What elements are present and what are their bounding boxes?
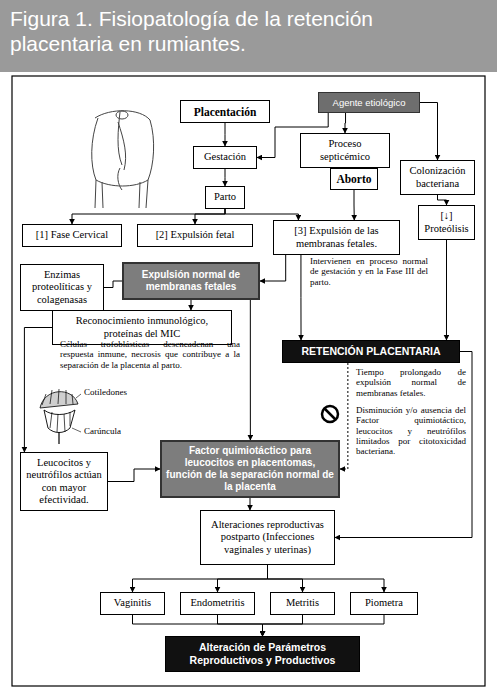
disease-box: Metritis <box>270 592 335 615</box>
outcome-box: Alteración de Parámetros Reproductivos y… <box>165 636 360 672</box>
connector <box>250 300 251 440</box>
connector <box>225 169 226 186</box>
process-box: Gestación <box>193 146 257 169</box>
note-text: Tiempo prolongado de expulsión normal de… <box>356 367 466 398</box>
node-text: Endometritis <box>185 597 250 609</box>
connector <box>72 209 225 224</box>
node-text: Vaginitis <box>105 597 160 609</box>
node-text: Leucocitos y neutrófilos actúan con mayo… <box>25 457 103 505</box>
connector <box>354 190 355 220</box>
disease-box: Vaginitis <box>100 592 165 615</box>
highlight-box: Factor quimiotáctico para leucocitos en … <box>160 440 340 498</box>
outcome-box: RETENCIÓN PLACENTARIA <box>282 340 460 363</box>
node-text: Piometra <box>355 597 413 609</box>
process-box: [↓] Proteólisis <box>418 205 475 240</box>
note-text: Células trofoblásticas desencadenan una … <box>60 339 240 370</box>
connector <box>263 615 303 636</box>
process-box: Parto <box>205 186 245 209</box>
agent-box: Agente etiológico <box>318 92 420 113</box>
node-text: Alteración de Parámetros Reproductivos y… <box>170 641 355 666</box>
connector <box>260 255 286 281</box>
node-text: Metritis <box>275 597 330 609</box>
disease-box: Endometritis <box>180 592 255 615</box>
connector <box>133 615 263 636</box>
cow-sketch <box>92 111 154 208</box>
connector <box>190 300 191 310</box>
process-box: Colonización bacteriana <box>400 160 475 195</box>
stage-box: [3] Expulsión de las membranas fetales. <box>273 220 400 255</box>
stage-box: [2] Expulsión fetal <box>137 224 253 247</box>
node-text: [↓] Proteólisis <box>423 210 470 234</box>
connector <box>104 281 122 288</box>
node-text: Alteraciones reproductivas postparto (In… <box>205 519 330 555</box>
part-label: Carúncula <box>84 426 154 436</box>
node-text: Reconocimiento inmunológico, proteínas d… <box>57 315 227 339</box>
connector <box>300 255 301 340</box>
placentome-sketch <box>40 389 81 444</box>
prohibited-symbol <box>322 406 338 422</box>
figure-title: Figura 1. Fisiopatología de la retención… <box>10 6 480 56</box>
node-text: [1] Fase Cervical <box>27 229 117 241</box>
connector <box>335 352 472 538</box>
node-text: Agente etiológico <box>323 97 415 108</box>
node-text: RETENCIÓN PLACENTARIA <box>287 345 455 358</box>
connector <box>340 363 348 469</box>
connector <box>249 498 250 510</box>
connector <box>225 123 226 146</box>
process-box: Enzimas proteolíticas y colagenasas <box>20 264 104 311</box>
connector <box>420 103 438 161</box>
process-box: Proceso septicémico <box>300 133 390 168</box>
connector <box>108 469 160 482</box>
node-text: Aborto <box>335 173 373 185</box>
connector <box>263 615 385 636</box>
node-text: Proceso septicémico <box>305 138 385 162</box>
stage-box: [1] Fase Cervical <box>22 224 122 247</box>
connector <box>24 328 52 453</box>
connector <box>195 209 225 224</box>
process-box: Leucocitos y neutrófilos actúan con mayo… <box>20 452 108 511</box>
node-text: [2] Expulsión fetal <box>142 229 248 241</box>
disease-box: Piometra <box>350 592 418 615</box>
process-box: Aborto <box>330 168 378 190</box>
connector <box>218 615 263 636</box>
highlight-box: Expulsión normal de membranas fetales <box>122 262 260 300</box>
node-text: Parto <box>210 191 240 203</box>
process-box: Alteraciones reproductivas postparto (In… <box>200 510 335 565</box>
node-text: Colonización bacteriana <box>405 165 470 189</box>
note-text: Disminución y/o ausencia del Factor quim… <box>356 405 466 457</box>
node-text: Placentación <box>185 106 265 118</box>
node-text: Factor quimiotáctico para leucocitos en … <box>166 445 334 493</box>
connector <box>225 209 298 220</box>
connector <box>218 565 268 592</box>
connector <box>133 565 268 592</box>
connector <box>268 565 385 592</box>
part-label: Cotiledones <box>84 387 154 397</box>
note-text: Intervienen en proceso normal de gestaci… <box>310 256 428 287</box>
node-text: Enzimas proteolíticas y colagenasas <box>25 269 99 305</box>
frame <box>12 76 485 686</box>
node-text: [3] Expulsión de las membranas fetales. <box>278 225 395 249</box>
connector <box>345 113 347 133</box>
node-text: Gestación <box>198 151 252 163</box>
node-text: Expulsión normal de membranas fetales <box>128 269 254 293</box>
connector <box>438 195 447 205</box>
connector <box>446 240 447 340</box>
process-box: Placentación <box>180 100 270 123</box>
